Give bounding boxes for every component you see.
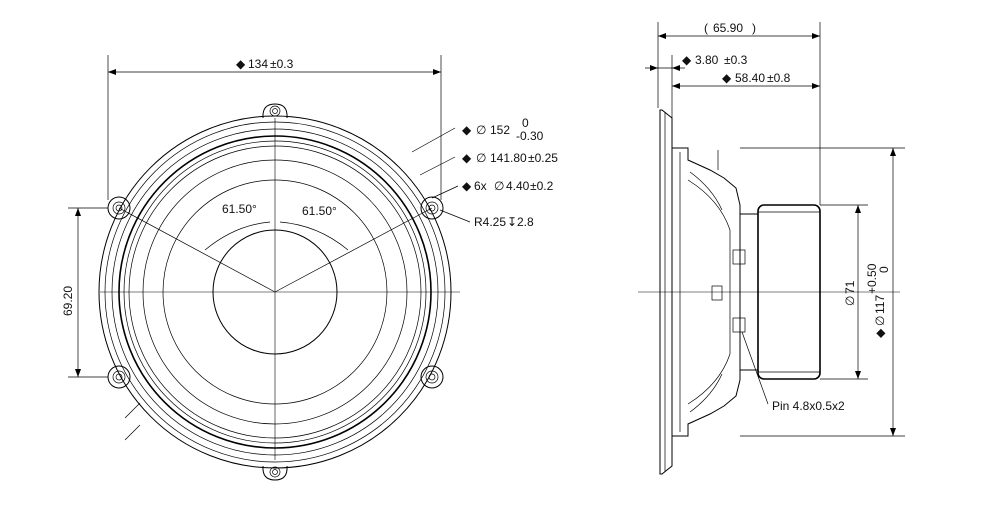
overall-depth-value: 65.90 [713,21,743,35]
width-diamond: ◆ [236,57,246,71]
cone-ring [162,179,388,405]
angle-line-right [274,207,433,293]
body-depth-tol: ±0.8 [767,71,791,85]
overall-depth-paren-open: ( [704,21,708,35]
magnet-dia-symbol: ∅ [843,296,857,306]
flange [659,109,673,475]
flange-tol: ±0.3 [724,53,748,67]
body-depth-value: 58.40 [735,71,765,85]
hole-dia-tol: ±0.2 [530,179,554,193]
bolt-circle-tol: ±0.25 [528,151,558,165]
terminal-center [711,285,723,301]
outer-dia-diamond: ◆ [462,123,472,137]
cutout-tol-lower: 0 [877,266,891,273]
height-dim-value: 69.20 [61,286,75,316]
counterbore-depth: 2.8 [517,215,534,229]
frame-ring-2 [104,121,446,463]
body-depth-diamond: ◆ [722,71,732,85]
mounting-tab-right-top [420,196,444,220]
outer-dia-symbol: ∅ [476,123,486,137]
section-arrow-upper [124,402,141,419]
angle-arc-right [279,221,349,251]
basket-detail-bottom [689,373,723,413]
width-dim-value: 134 [248,57,268,71]
overall-depth-paren-close: ) [752,21,756,35]
side-view: ( 65.90 ) ◆ 3.80 ±0.3 ◆ 58.40 ±0.8 ∅ 71 … [638,21,905,475]
frame-ring-3 [111,128,439,456]
flange-value: 3.80 [695,53,719,67]
leader-bolt-circle [419,156,456,176]
dust-cap [212,229,338,355]
cutout-dia-value: 117 [873,295,887,314]
magnet-dia-value: 71 [843,280,857,294]
mounting-tab-right-bottom [420,365,444,389]
leader-counterbore [439,209,471,223]
surround-ring-2 [128,145,422,439]
angle-arc-left [204,221,271,251]
surround-ring [123,140,427,444]
hole-count: 6x [474,179,487,193]
terminal-top [732,249,746,265]
leader-hole [431,185,459,199]
terminal-bottom [732,317,746,333]
pin-leader [741,331,769,405]
hole-dia-value: 4.40 [506,179,530,193]
counterbore-value: R4.25 [474,215,506,229]
surround-outer [118,135,432,449]
mounting-tab-bottom [262,465,288,481]
cutout-dia-symbol: ∅ [873,316,887,326]
pin-spec: Pin 4.8x0.5x2 [772,399,845,413]
hole-dia-symbol: ∅ [494,179,504,193]
leader-outer-dia [411,127,456,153]
basket-detail-top [689,171,723,211]
hole-diamond: ◆ [462,179,472,193]
angle-label-right: 61.50° [302,204,337,218]
outer-dia-tol-lower: -0.30 [516,129,544,143]
bolt-circle-symbol: ∅ [476,151,486,165]
cutout-tol-upper: +0.50 [865,263,879,294]
outer-dia-tol-upper: 0 [522,116,529,130]
angle-line-left [118,207,276,293]
flange-diamond: ◆ [682,53,692,67]
section-arrow-lower [124,424,141,441]
width-dim-tol: ±0.3 [270,57,294,71]
magnet [757,204,821,380]
bolt-circle-value: 141.80 [490,151,527,165]
cutout-diamond: ◆ [873,328,887,338]
angle-label-left: 61.50° [222,202,257,216]
outer-dia-value: 152 [490,123,510,137]
mounting-tab-top [262,103,288,119]
mounting-tab-left-bottom [107,365,131,389]
depth-symbol: ↧ [507,215,517,229]
bolt-circle-diamond: ◆ [462,151,472,165]
surround-inner [142,159,408,425]
front-view: 61.50° 61.50° ◆ 134 ±0.3 69.20 ◆ ∅ 152 0… [61,55,558,481]
basket-rib [687,179,731,405]
